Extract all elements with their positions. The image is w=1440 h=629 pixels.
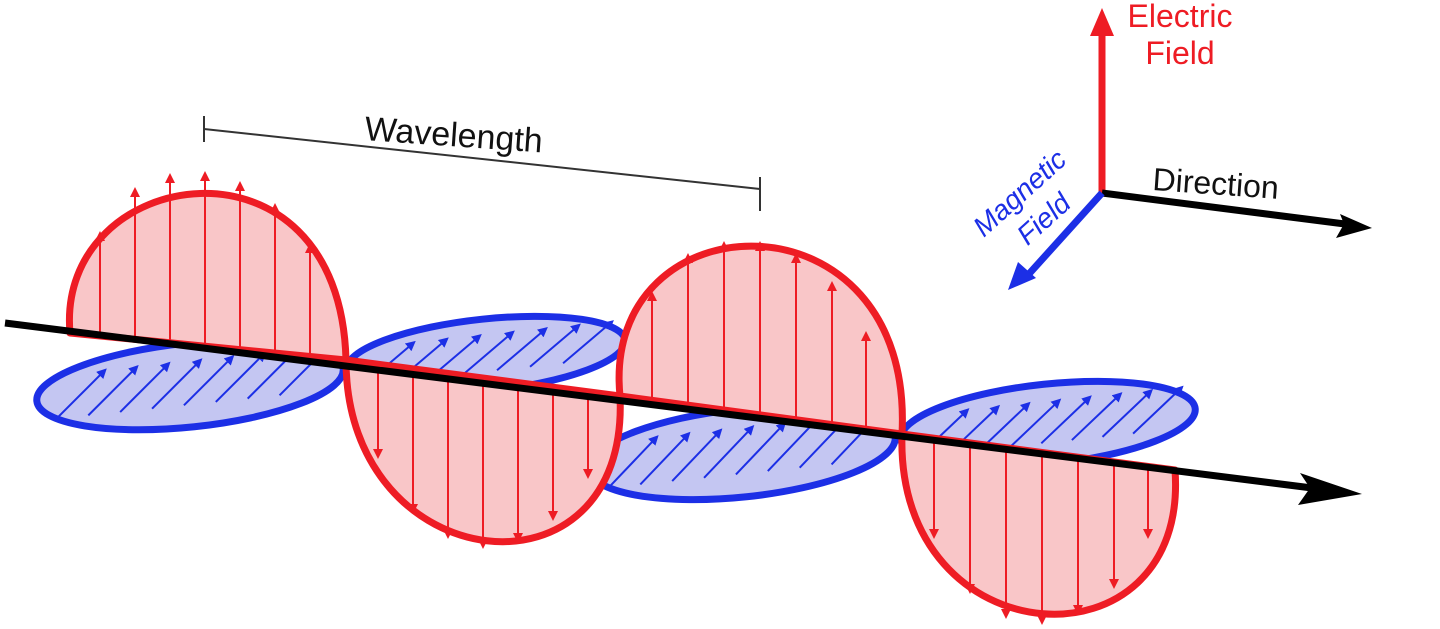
propagation-axis [4, 319, 1362, 505]
magnetic-vector [215, 351, 267, 403]
magnetic-vector [55, 368, 107, 420]
electric-field-lobes [66, 171, 1179, 625]
magnetic-vector [1132, 385, 1184, 435]
magnetic-arrowhead [1008, 262, 1036, 290]
electric-lobe [66, 189, 350, 364]
electric-arrowhead [1090, 8, 1114, 36]
direction-arrowhead [1336, 214, 1372, 238]
electric-field-vectors [647, 241, 871, 432]
magnetic-vector [1040, 395, 1092, 445]
magnetic-vector [639, 431, 691, 486]
magnetic-field-vectors [607, 411, 882, 489]
magnetic-vector [735, 421, 787, 476]
magnetic-vector [671, 428, 723, 482]
magnetic-vector [1071, 392, 1123, 441]
magnetic-vector [1010, 398, 1062, 448]
wavelength-indicator: Wavelength [203, 110, 761, 211]
electric-field-label-line2: Field [1145, 35, 1214, 71]
magnetic-vector [1101, 388, 1154, 438]
magnetic-vector [703, 425, 755, 479]
axis-arrowhead [1298, 473, 1362, 505]
electric-lobe [898, 430, 1179, 618]
magnetic-vector [151, 358, 203, 410]
electric-field-vectors [929, 440, 1153, 625]
magnetic-vector [767, 418, 819, 472]
magnetic-vector [529, 323, 581, 368]
electric-field-vectors [95, 171, 315, 362]
magnetic-vector [183, 354, 235, 407]
magnetic-vector [87, 365, 139, 417]
magnetic-vector [607, 435, 659, 489]
magnetic-field-vectors [55, 344, 330, 420]
magnetic-vector [246, 348, 299, 400]
magnetic-vector [496, 327, 548, 371]
magnetic-vector [119, 361, 171, 413]
electric-field-vectors [373, 370, 593, 549]
direction-label: Direction [1152, 161, 1280, 206]
magnetic-vector [463, 330, 515, 375]
magnetic-vector [562, 320, 614, 365]
electric-field-label-line1: Electric [1128, 0, 1233, 34]
wavelength-label: Wavelength [363, 110, 544, 160]
field-legend: Electric Field Direction Magnetic Field [967, 0, 1372, 290]
